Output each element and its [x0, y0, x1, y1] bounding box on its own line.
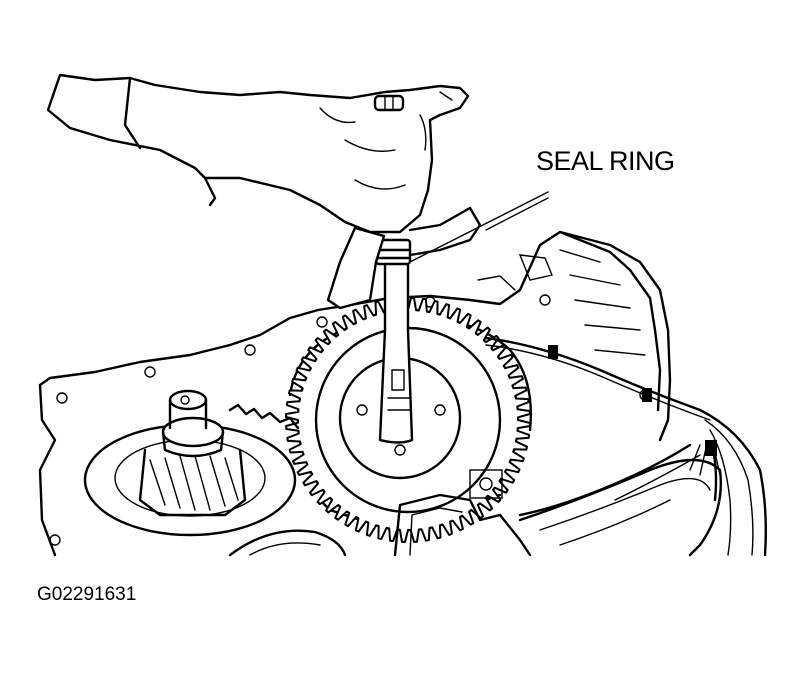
seal-ring-label: SEAL RING [536, 146, 675, 176]
valve-body [393, 458, 722, 557]
wire-harness [484, 336, 768, 557]
hand [46, 73, 470, 234]
seal-ring-leader [409, 191, 549, 263]
tool-shaft [326, 206, 482, 444]
figure-id: G02291631 [37, 584, 137, 605]
pinion-gear [83, 389, 300, 537]
lower-gear [228, 529, 347, 557]
